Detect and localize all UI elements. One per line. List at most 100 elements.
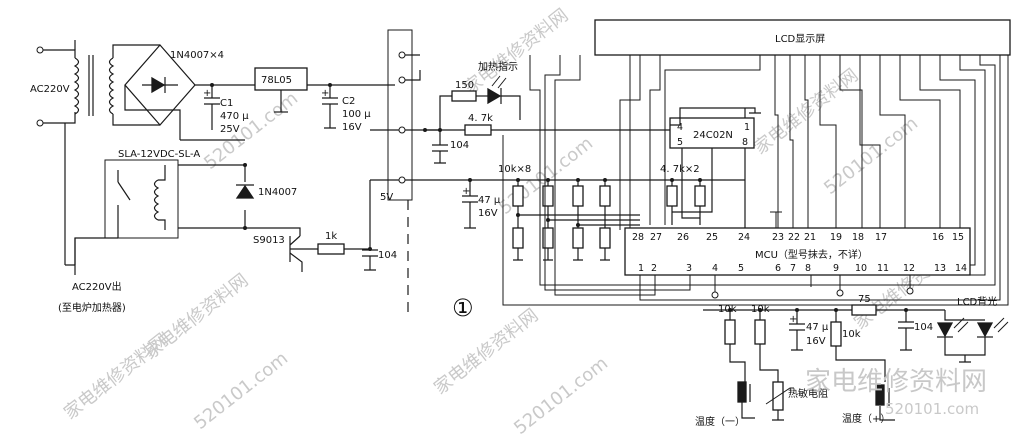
temp-up-label: 温度（+） <box>842 412 890 425</box>
cap-104-label: 104 <box>450 140 469 151</box>
c47-capacitance: 47 μ <box>478 195 501 206</box>
svg-text:+: + <box>789 314 797 325</box>
eeprom-pin: 1 <box>744 122 750 133</box>
eeprom-pin: 5 <box>677 137 683 148</box>
mcu-pin: 21 <box>804 232 816 243</box>
r150-label: 150 <box>455 80 474 91</box>
mcu-pin: 24 <box>738 232 750 243</box>
mcu-pin: 9 <box>833 263 839 274</box>
svg-text:+: + <box>321 88 329 99</box>
c2-voltage: 16V <box>342 122 362 133</box>
bridge-rectifier: 1N4007×4 <box>124 44 250 140</box>
figure-number: ① <box>452 294 474 322</box>
relay-label: SLA-12VDC-SL-A <box>118 149 200 160</box>
lcd-label: LCD显示屏 <box>775 33 825 45</box>
regulator-label: 78L05 <box>261 75 292 86</box>
mcu-pin: 17 <box>875 232 887 243</box>
ac-input-section: AC220V <box>30 40 160 266</box>
temp-up-button <box>875 384 885 406</box>
heating-indicator: 加热指示 150 <box>405 60 521 131</box>
mcu-pin: 10 <box>855 263 867 274</box>
diode-label: 1N4007 <box>258 187 297 198</box>
cap-104-label: 104 <box>914 322 933 333</box>
temp-down-button <box>737 381 747 403</box>
mcu-pins-bottom: 1 2 3 4 5 6 7 8 9 10 11 12 13 14 <box>638 263 967 274</box>
mcu-pin: 19 <box>830 232 842 243</box>
r10k-label: 10k <box>842 329 861 340</box>
mcu-pin: 4 <box>712 263 718 274</box>
mcu-pin: 7 <box>790 263 796 274</box>
watermark-url: 520101.com <box>200 88 302 174</box>
watermark-text: 家电维修资料网 <box>60 330 172 424</box>
lcd-body <box>594 19 1011 56</box>
mcu-pin: 26 <box>677 232 689 243</box>
watermark-url: 520101.com <box>510 353 612 437</box>
temp-down-label: 温度（一） <box>695 415 745 428</box>
mcu-pin: 1 <box>638 263 644 274</box>
site-logo-watermark: 家电维修资料网 520101.com <box>805 367 987 418</box>
mcu-pin: 11 <box>877 263 889 274</box>
mcu-pin: 23 <box>772 232 784 243</box>
ac-output-label: AC220V出 <box>72 280 122 293</box>
c1-capacitance: 470 μ <box>220 111 249 122</box>
watermark-text: 家电维修资料网 <box>460 5 572 99</box>
mcu-pin: 25 <box>706 232 718 243</box>
heater-note: (至电炉加热器) <box>58 301 126 314</box>
mcu-pin: 15 <box>952 232 964 243</box>
r47k-pair-label: 4. 7k×2 <box>660 164 700 175</box>
base-resistor-label: 1k <box>325 231 337 242</box>
eeprom-label: 24C02N <box>693 130 733 141</box>
mcu-pin: 13 <box>934 263 946 274</box>
r75-label: 75 <box>858 294 871 305</box>
r-array-label: 10k×8 <box>498 164 531 175</box>
vcc-rail: + 47 μ 16V 10k×8 4. 7k×2 <box>405 164 745 229</box>
mcu-pin: 14 <box>955 263 967 274</box>
r47k-label: 4. 7k <box>468 113 493 124</box>
logo-url: 520101.com <box>885 400 979 418</box>
eeprom-pullups <box>666 148 713 225</box>
mcu-body <box>624 227 971 276</box>
mcu-chip: MCU（型号抹去，不详） 28 27 26 25 24 23 22 21 19 … <box>624 211 971 299</box>
board-connector: 5V <box>370 29 421 203</box>
mcu-pin: 8 <box>805 263 811 274</box>
watermark-url: 520101.com <box>820 113 922 199</box>
transistor-label: S9013 <box>253 235 285 246</box>
eeprom-pin: 4 <box>677 122 683 133</box>
cap-104-label: 104 <box>378 250 397 261</box>
c2-name: C2 <box>342 96 355 107</box>
mcu-pin: 5 <box>738 263 744 274</box>
mcu-pin: 2 <box>651 263 657 274</box>
watermark-text: 家电维修资料网 <box>750 65 862 159</box>
mcu-pin: 28 <box>632 232 644 243</box>
c1-name: C1 <box>220 98 233 109</box>
mcu-pins-top: 28 27 26 25 24 23 22 21 19 18 17 16 15 <box>632 232 964 243</box>
watermark-text: 家电维修资料网 <box>430 305 542 399</box>
voltage-regulator: 78L05 + C2 100 μ 16V <box>250 67 395 133</box>
relay-body <box>104 159 179 239</box>
r10k-label: 10k <box>751 304 770 315</box>
connector-5v-label: 5V <box>380 192 393 203</box>
input-section: 10k 10k 温度（一） 热敏电阻 + 47 μ 16V 10k 温度（+） … <box>695 294 1009 428</box>
c2-capacitance: 100 μ <box>342 109 371 120</box>
relay: SLA-12VDC-SL-A AC220V出 (至电炉加热器) <box>58 149 200 314</box>
r10k-label: 10k <box>718 304 737 315</box>
ac-terminal-bottom <box>36 119 44 127</box>
mcu-pin: 12 <box>903 263 915 274</box>
svg-text:+: + <box>203 88 211 99</box>
c47b-voltage: 16V <box>806 336 826 347</box>
c1-capacitor: + C1 470 μ 25V <box>180 83 249 141</box>
transformer-primary <box>73 57 80 115</box>
mcu-pin: 6 <box>775 263 781 274</box>
bridge-label: 1N4007×4 <box>170 50 224 61</box>
ac-terminal-top <box>36 46 44 54</box>
mcu-pin: 27 <box>650 232 662 243</box>
mcu-label: MCU（型号抹去，不详） <box>755 248 868 261</box>
eeprom-chip: 24C02N 4 5 1 8 <box>669 107 761 228</box>
heat-drive-resistor: 104 4. 7k <box>423 113 680 164</box>
c47-voltage: 16V <box>478 208 498 219</box>
logo-text: 家电维修资料网 <box>805 367 987 397</box>
backlight-label: LCD背光 <box>957 295 997 308</box>
freewheel-diode: 1N4007 <box>178 163 297 230</box>
lcd-display: LCD显示屏 <box>502 19 1011 306</box>
